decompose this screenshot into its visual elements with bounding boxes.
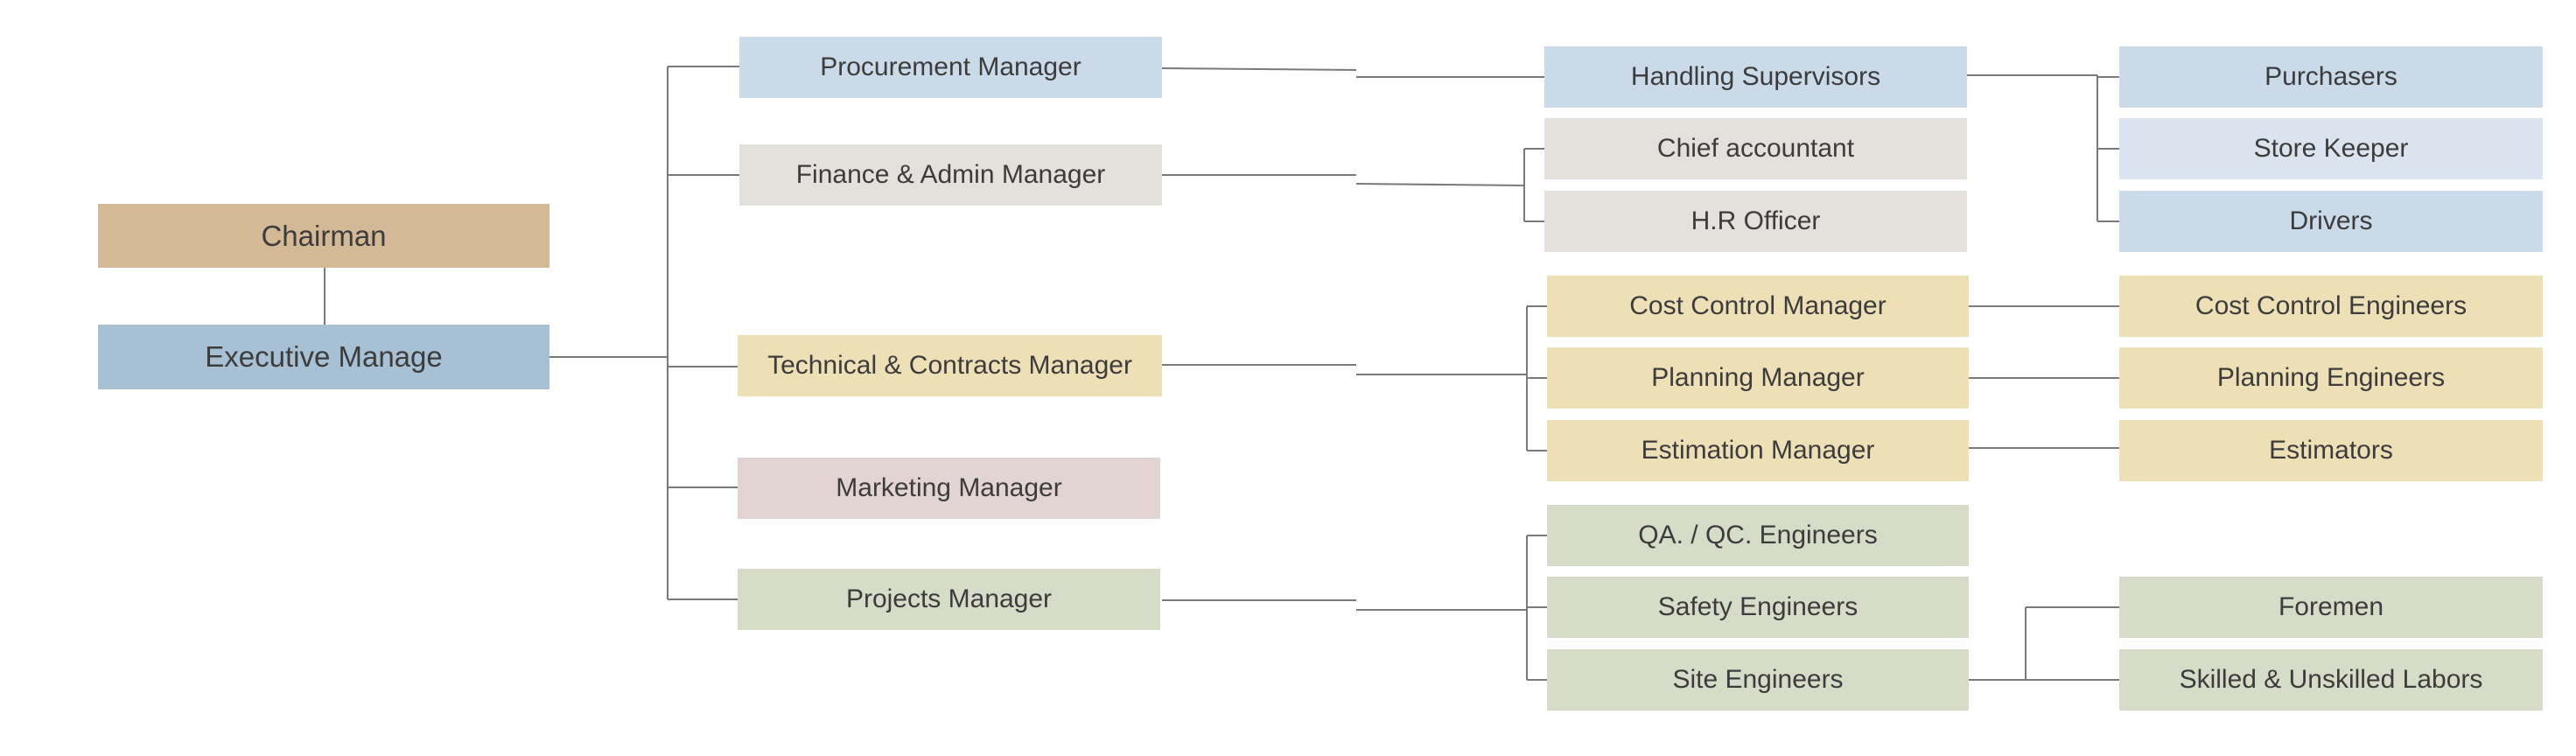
executive-manage-label: Executive Manage [205,340,443,373]
finance-admin-manager-box: Finance & Admin Manager [739,144,1162,206]
cost-control-engineers-label: Cost Control Engineers [2194,291,2468,320]
technical-contracts-manager-box: Technical & Contracts Manager [738,335,1162,396]
cost-control-manager-box: Cost Control Manager [1547,276,1969,337]
procurement-manager-label: Procurement Manager [820,52,1082,81]
qa-qc-engineers-box: QA. / QC. Engineers [1547,505,1969,566]
planning-manager-label: Planning Manager [1651,363,1865,392]
marketing-manager-box: Marketing Manager [738,458,1160,519]
finance-admin-manager-label: Finance & Admin Manager [795,160,1106,189]
drivers-box: Drivers [2119,191,2543,252]
purchasers-label: Purchasers [2264,62,2398,91]
hr-officer-label: H.R Officer [1690,206,1821,235]
store-keeper-label: Store Keeper [2253,134,2409,163]
projects-manager-label: Projects Manager [845,584,1053,613]
foremen-label: Foremen [2278,592,2384,621]
purchasers-box: Purchasers [2119,46,2543,108]
skilled-unskilled-labors-box: Skilled & Unskilled Labors [2119,649,2543,710]
safety-engineers-box: Safety Engineers [1547,577,1969,638]
projects-manager-box: Projects Manager [738,569,1160,630]
planning-manager-box: Planning Manager [1547,347,1969,409]
handling-supervisors-label: Handling Supervisors [1630,62,1881,91]
site-engineers-label: Site Engineers [1672,665,1844,694]
drivers-label: Drivers [2289,206,2373,235]
planning-engineers-box: Planning Engineers [2119,347,2543,409]
chairman-label: Chairman [261,219,387,252]
skilled-unskilled-labors-label: Skilled & Unskilled Labors [2179,665,2483,694]
planning-engineers-label: Planning Engineers [2216,363,2446,392]
safety-engineers-label: Safety Engineers [1657,592,1858,621]
chief-accountant-box: Chief accountant [1544,118,1967,179]
chairman-box: Chairman [98,204,550,268]
foremen-box: Foremen [2119,577,2543,638]
estimators-label: Estimators [2269,436,2393,465]
qa-qc-engineers-label: QA. / QC. Engineers [1638,521,1878,550]
handling-supervisors-box: Handling Supervisors [1544,46,1967,108]
chief-accountant-label: Chief accountant [1656,134,1855,163]
estimators-box: Estimators [2119,420,2543,481]
marketing-manager-label: Marketing Manager [836,473,1062,502]
cost-control-engineers-box: Cost Control Engineers [2119,276,2543,337]
store-keeper-box: Store Keeper [2119,118,2543,179]
technical-contracts-manager-label: Technical & Contracts Manager [767,351,1132,380]
cost-control-manager-label: Cost Control Manager [1629,291,1886,320]
executive-manage-box: Executive Manage [98,325,550,389]
procurement-manager-box: Procurement Manager [739,37,1162,98]
hr-officer-box: H.R Officer [1544,191,1967,252]
estimation-manager-box: Estimation Manager [1547,420,1969,481]
estimation-manager-label: Estimation Manager [1641,436,1875,465]
site-engineers-box: Site Engineers [1547,649,1969,710]
